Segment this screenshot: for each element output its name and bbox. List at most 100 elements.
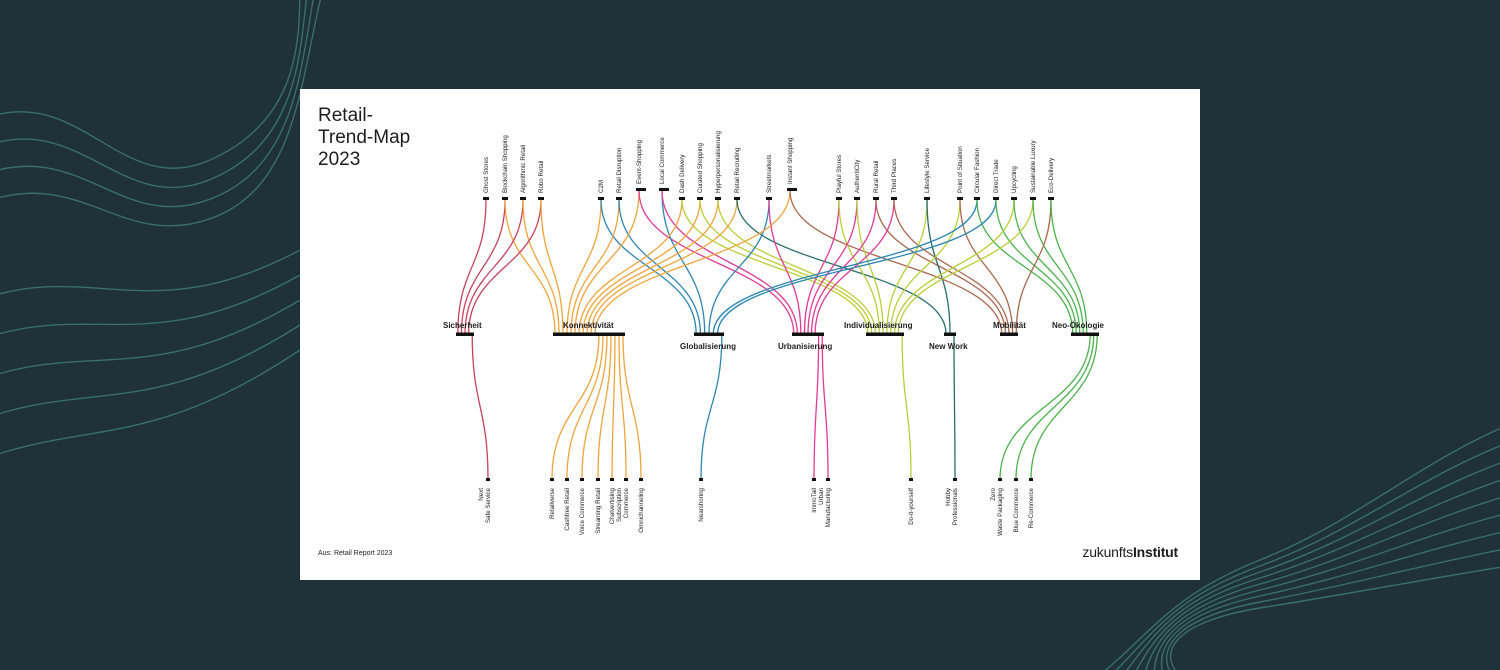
trend-connection [540,199,564,335]
bottom-trend-label: Safe Service [485,487,492,523]
megatrend-label: Konnektivität [563,321,614,330]
contour-line [0,0,301,169]
megatrend-hub-bar [456,332,474,336]
top-trend-label: Third Places [891,159,898,193]
top-trend-label: Circular Fashion [974,147,981,193]
trend-node [580,478,584,481]
megatrend-hub-bar [1000,332,1018,336]
trend-connection [717,199,877,335]
trend-node [697,197,703,200]
top-trend-label: Algorithmic Retail [520,145,527,193]
contour-line [1125,462,1500,670]
top-trend-label: Dash Delivery [679,154,686,193]
top-trend-label: Curated Shopping [697,143,704,193]
bottom-trend-label: Omnichanneling [638,487,645,532]
trend-node [483,197,489,200]
contour-line [1153,514,1500,670]
bottom-trend-label: Retailverse [549,487,556,519]
trend-connection [803,199,840,335]
trend-connection [566,199,602,335]
trend-node [596,478,600,481]
contour-line [0,274,301,335]
trend-connection [813,333,820,480]
bottom-trend-label: ImmoTail [811,488,818,513]
trend-node [639,478,643,481]
trend-connection [594,190,791,335]
trend-node [909,478,913,481]
bottom-trend-label: Waste Packaging [997,487,1004,535]
trend-connection [807,199,858,335]
trend-node [679,197,685,200]
megatrend-label: Neo-Ökologie [1052,321,1105,330]
megatrend-hub-bar [792,332,824,336]
bottom-trend-label: Do-it-yourself [908,488,915,525]
top-trend-label: Eco-Delivery [1048,157,1055,193]
trend-node [636,188,646,191]
contour-line [1170,566,1500,670]
trend-connection [1015,199,1052,335]
top-trend-label: Hyperpersonalisierung [715,131,722,193]
top-trend-label: Lifestyle Service [924,147,931,193]
trend-connection [681,199,869,335]
trend-connection [457,199,487,335]
logo-bold-text: Institut [1132,544,1178,560]
trend-node [486,478,490,481]
trend-node [957,197,963,200]
megatrend-label: New Work [929,342,968,351]
trend-connection [586,199,719,335]
trend-node [924,197,930,200]
trend-connection [890,199,961,335]
top-trend-label: C2M [598,180,605,193]
trend-node [598,197,604,200]
megatrend-label: Individualisierung [844,321,913,330]
top-trend-label: Rural Retail [873,161,880,193]
page-title: Retail- Trend-Map 2023 [318,105,478,171]
trend-connection [736,199,947,335]
trend-connection [700,333,723,480]
megatrend-hub-bar [1071,332,1099,336]
megatrend-hub-bar [944,332,956,336]
trend-connection [467,199,542,335]
contour-line [0,349,301,455]
trend-node [1029,478,1033,481]
bottom-trend-label: Professionals [952,488,959,525]
trend-connection [708,199,770,335]
trend-connection [926,199,951,335]
megatrend-hub-bar [553,332,625,336]
contour-line [0,0,321,227]
trend-connection [597,333,612,480]
title-line: Retail- [318,105,373,126]
top-trend-label: Local Commerce [659,137,666,184]
top-trend-label: Playful Stores [836,155,843,193]
trend-connection [581,333,608,480]
contour-line [0,0,314,208]
trend-connection [551,333,600,480]
trend-connection [578,199,683,335]
trend-connection [893,199,1015,335]
trend-node [624,478,628,481]
zukunftsinstitut-logo: zukunftsInstitut [1082,544,1178,560]
title-line: Trend-Map [318,127,411,148]
contour-line [1115,445,1500,670]
trend-connection [821,333,829,480]
trend-connection [712,199,978,335]
top-trend-label: Ghost Stores [483,157,490,193]
trend-connection [622,333,642,480]
source-note: Aus: Retail Report 2023 [318,550,393,557]
bottom-trend-label: Voice Commerce [579,487,586,535]
top-trend-label: Upcycling [1011,166,1018,193]
trend-connection [600,199,697,335]
title-line: 2023 [318,149,361,170]
trend-connection [893,199,1010,335]
trend-connection [953,333,956,480]
trend-node [993,197,999,200]
trend-connection [716,199,997,335]
trend-connection [886,199,928,335]
trend-node [520,197,526,200]
contour-line [0,249,301,295]
contour-line [0,324,301,415]
megatrend-label: Urbanisierung [778,342,832,351]
trend-node [766,197,772,200]
trend-node [538,197,544,200]
megatrend-label: Sicherheit [443,321,482,330]
